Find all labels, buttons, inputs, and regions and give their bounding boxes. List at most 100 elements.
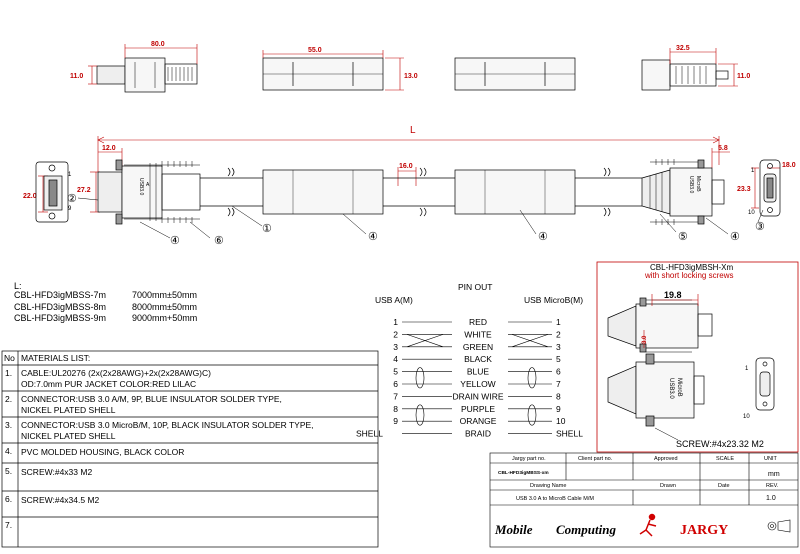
dim-13: 13.0	[404, 73, 418, 80]
tb-scale-label: SCALE	[716, 456, 734, 462]
dim-3-0: 3.0	[642, 335, 648, 344]
callout-6: ⑥	[214, 235, 224, 247]
pin-name-0: RED	[469, 317, 487, 327]
pin-left-9: SHELL	[356, 429, 383, 439]
pin-name-5: YELLOW	[460, 379, 495, 389]
pin-10-label: 10	[748, 210, 755, 216]
tb-unit: mm	[768, 471, 780, 478]
tb-drawn-label: Drawn	[660, 483, 676, 489]
twist-mark	[406, 334, 444, 348]
callout-4d: ④	[730, 231, 740, 243]
length-part-1: CBL-HFD3igMBSS-7m	[14, 290, 106, 300]
pin-right-0: 1	[556, 317, 561, 327]
length-value-3: 9000mm+50mm	[132, 313, 197, 323]
inset-title: CBL-HFD3igMBSH-Xm	[650, 263, 733, 272]
dim-18: 18.0	[782, 162, 796, 169]
callout-leaders	[77, 197, 764, 239]
dim-12: 12.0	[102, 145, 116, 152]
pin-right-5: 7	[556, 379, 561, 389]
material-no-2: 3.	[5, 420, 12, 430]
material-no-3: 4.	[5, 446, 12, 456]
dim-23-3: 23.3	[737, 186, 751, 193]
material-line2-2: NICKEL PLATED SHELL	[21, 431, 116, 441]
callout-4c: ④	[538, 231, 548, 243]
pinout-title: PIN OUT	[458, 282, 492, 292]
usb-a-label-2: A	[146, 182, 150, 188]
usb-a-label: USB3.0	[138, 178, 144, 195]
dim-32-5: 32.5	[676, 45, 690, 52]
tb-drawing-name: USB 3.0 A to MicroB Cable M/M	[516, 496, 594, 502]
pinout-left-header: USB A(M)	[375, 295, 413, 305]
material-line1-2: CONNECTOR:USB 3.0 MicroB/M, 10P, BLACK I…	[21, 420, 314, 430]
pin-left-2: 3	[393, 342, 398, 352]
logo-computing: Computing	[556, 522, 616, 537]
pin-left-6: 7	[393, 391, 398, 401]
length-value-2: 8000mm±50mm	[132, 302, 197, 312]
pin-name-8: ORANGE	[460, 416, 497, 426]
pin-name-3: BLACK	[464, 354, 492, 364]
tb-rev: 1.0	[766, 495, 776, 502]
dim-16: 16.0	[399, 163, 413, 170]
dim-55: 55.0	[308, 47, 322, 54]
pin-right-4: 6	[556, 367, 561, 377]
pin-left-7: 8	[393, 404, 398, 414]
inset-screw: SCREW:#4x23.32 M2	[676, 439, 764, 449]
pin-left-5: 6	[393, 379, 398, 389]
shield-pair-mark	[415, 404, 425, 426]
pin-name-6: DRAIN WIRE	[453, 391, 504, 401]
callout-4b: ④	[368, 231, 378, 243]
short-screw-inset: CBL-HFD3igMBSH-Xm with short locking scr…	[596, 261, 799, 453]
pin-right-3: 5	[556, 354, 561, 364]
pin-right-9: SHELL	[556, 429, 583, 439]
length-header: L:	[14, 281, 22, 291]
pinout-right-header: USB MicroB(M)	[524, 295, 583, 305]
inset-micro-label-1: USB3.0	[668, 378, 674, 399]
length-part-2: CBL-HFD3igMBSS-8m	[14, 302, 106, 312]
pin-left-4: 5	[393, 367, 398, 377]
length-value-1: 7000mm±50mm	[132, 290, 197, 300]
tb-jargy-part-label: Jargy part no.	[512, 456, 546, 462]
tb-date-label: Date	[718, 483, 730, 489]
materials-table	[1, 350, 379, 548]
pin-name-9: BRAID	[465, 429, 491, 439]
material-line2-0: OD:7.0mm PUR JACKET COLOR:RED LILAC	[21, 379, 196, 389]
material-line1-4: SCREW:#4x33 M2	[21, 467, 92, 477]
callout-1: ①	[262, 223, 272, 235]
tb-client-part-label: Client part no.	[578, 456, 613, 462]
callout-2: ②	[67, 193, 77, 205]
dim-5-8: 5.8	[718, 145, 728, 152]
dim-11-left: 11.0	[70, 73, 83, 80]
material-line1-3: PVC MOLDED HOUSING, BLACK COLOR	[21, 447, 184, 457]
tb-rev-label: REV.	[766, 483, 779, 489]
material-no-5: 6.	[5, 494, 12, 504]
dim-L: L	[410, 125, 416, 136]
pin-left-0: 1	[393, 317, 398, 327]
callout-5: ⑤	[678, 231, 688, 243]
tb-drawing-name-label: Drawing Name	[530, 483, 566, 489]
top-dimension-lines	[88, 44, 738, 91]
projection-symbol	[767, 519, 791, 533]
inset-pin-1: 1	[745, 366, 749, 372]
materials-col-title: MATERIALS LIST:	[21, 353, 90, 363]
pin-1-right-label: 1	[751, 168, 755, 174]
material-no-4: 5.	[5, 466, 12, 476]
twist-mark	[511, 334, 549, 348]
shield-pair-mark	[527, 404, 537, 426]
dim-22: 22.0	[23, 193, 37, 200]
side-view	[35, 159, 781, 225]
material-line1-1: CONNECTOR:USB 3.0 A/M, 9P, BLUE INSULATO…	[21, 394, 282, 404]
inset-micro-label-2: MicroB	[676, 378, 682, 397]
pin-name-7: PURPLE	[461, 404, 495, 414]
tb-unit-label: UNIT	[764, 456, 777, 462]
top-view	[96, 57, 729, 93]
pin-right-7: 9	[556, 404, 561, 414]
shield-pair-mark	[527, 367, 537, 389]
runner-icon	[639, 513, 657, 537]
materials-col-no: No	[4, 353, 15, 363]
dim-19-8: 19.8	[664, 290, 682, 300]
title-block	[489, 452, 799, 548]
material-no-1: 2.	[5, 394, 12, 404]
pin-right-8: 10	[556, 416, 566, 426]
